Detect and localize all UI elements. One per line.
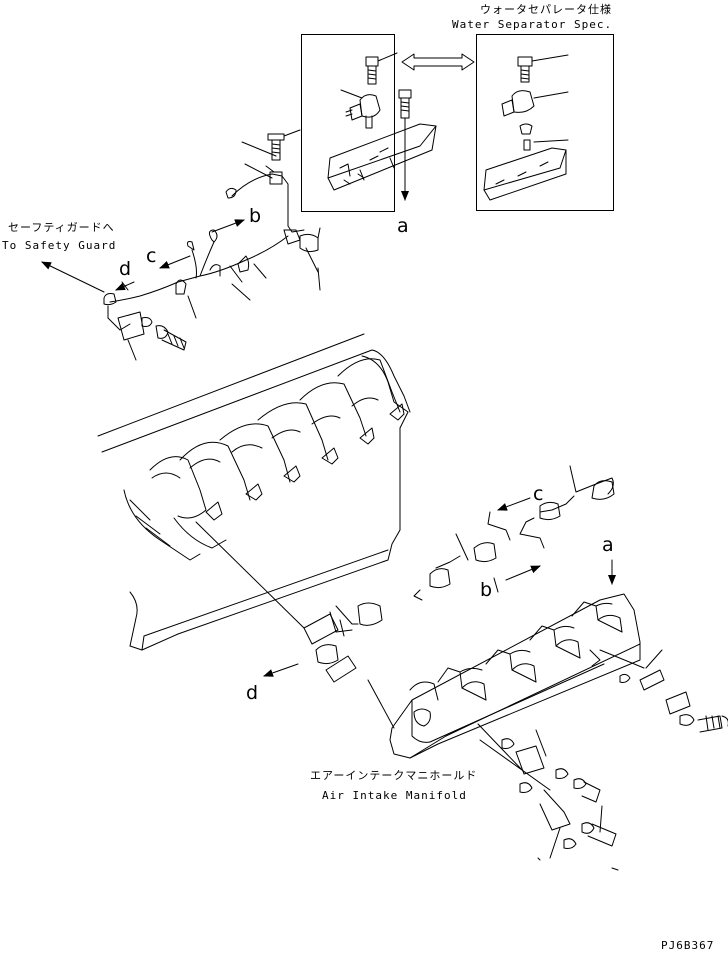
callout-arrows-top bbox=[41, 219, 245, 292]
callout-a-top: a bbox=[397, 215, 409, 237]
water-separator-label-jp: ウォータセパレータ仕様 bbox=[480, 3, 612, 16]
safety-guard-label-jp: セーフティガードへ bbox=[8, 221, 115, 234]
engine-block bbox=[98, 334, 410, 650]
manifold-label-jp: エアーインテークマニホールド bbox=[310, 769, 478, 782]
callout-b-bottom: b bbox=[480, 579, 493, 601]
callout-a-bottom: a bbox=[602, 534, 614, 556]
standard-spec-parts bbox=[328, 53, 436, 201]
double-arrow-icon bbox=[402, 54, 474, 70]
standard-spec-inset bbox=[301, 34, 395, 212]
water-separator-label-en: Water Separator Spec. bbox=[452, 18, 613, 31]
water-separator-parts bbox=[484, 55, 568, 200]
sensor-harness-lower bbox=[196, 466, 614, 682]
callout-b-top: b bbox=[249, 205, 262, 227]
callout-d-bottom: d bbox=[246, 682, 259, 704]
callout-c-top: c bbox=[146, 245, 157, 267]
air-intake-manifold bbox=[368, 594, 728, 870]
callout-c-bottom: c bbox=[533, 483, 544, 505]
drawing-code: PJ6B367 bbox=[661, 939, 715, 952]
callout-arrows-bottom bbox=[263, 498, 616, 677]
safety-guard-label-en: To Safety Guard bbox=[2, 239, 117, 252]
sensor-harness-upper bbox=[104, 130, 320, 360]
callout-d-top: d bbox=[119, 258, 132, 280]
water-separator-spec-inset bbox=[476, 34, 614, 211]
manifold-label-en: Air Intake Manifold bbox=[322, 789, 467, 802]
